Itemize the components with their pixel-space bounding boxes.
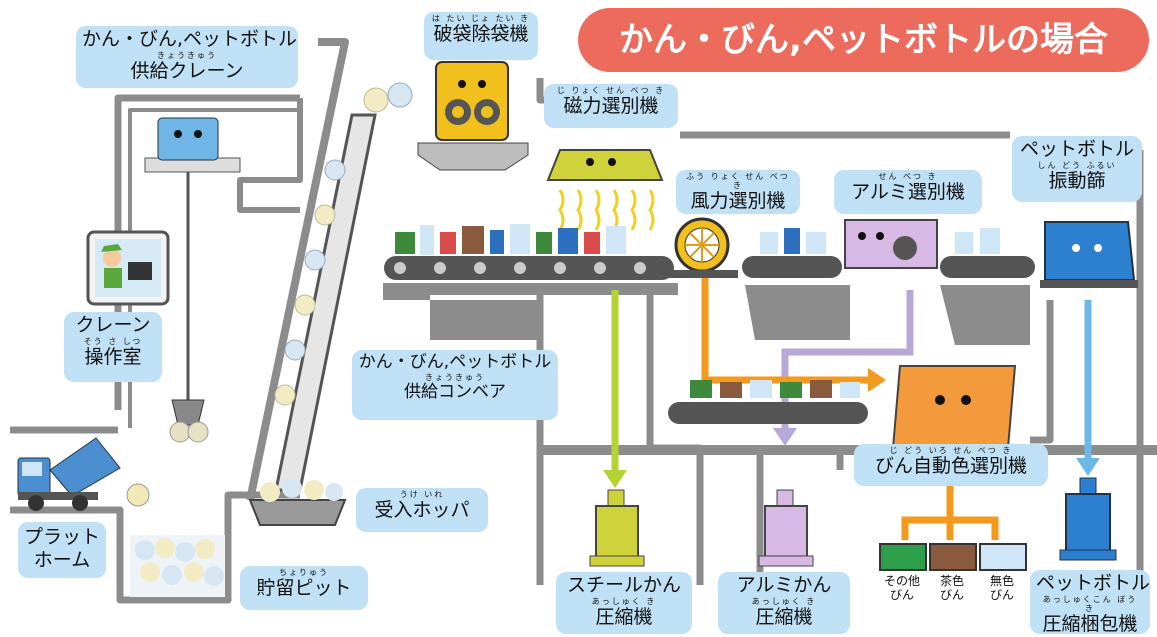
label-aluminum-sep-ruby: せん べつ き (878, 172, 938, 181)
label-supply-crane-line2: 供給クレーン (130, 60, 244, 82)
steel-can-compressor (589, 489, 645, 567)
label-aluminum-separator: せん べつ き アルミ選別機 (834, 170, 982, 214)
label-supply-crane-line1: かん・びん,ペットボトル (82, 28, 298, 50)
bin-clear-line2: びん (989, 588, 1014, 602)
label-pet-sieve: ペットボトル しん どう ふるい 振動篩 (1012, 136, 1142, 202)
aluminum-separator (844, 219, 938, 269)
label-magnetic-separator: じ りょく せん べつ き 磁力選別機 (544, 84, 678, 128)
label-steel-press-line1: スチールかん (566, 574, 681, 596)
conveyor-segment-2 (742, 228, 842, 278)
bag-breaker-machine (417, 61, 529, 171)
diagram-title: かん・びん,ペットボトルの場合 (578, 8, 1149, 72)
label-alu-press-line1: アルミかん (736, 574, 832, 596)
conveyor-segment-3 (940, 228, 1035, 278)
bottle-bins (879, 543, 1027, 571)
crane-operator-room (86, 230, 170, 306)
label-bottle-color-line1: びん自動色選別機 (874, 455, 1027, 477)
label-wind-line1: 風力選別機 (690, 190, 786, 212)
bin-caption-brown: 茶色 びん (926, 574, 978, 602)
label-crane-room-line2: 操作室 (84, 346, 142, 368)
label-platform-line1: プラット (24, 526, 101, 548)
bottle-conveyor (668, 380, 868, 424)
pet-vibrating-sieve (1040, 221, 1138, 288)
building-structure (10, 38, 1144, 622)
label-alu-press: アルミかん あっしゅく き 圧縮機 (718, 572, 850, 634)
label-alu-press-line2: 圧縮機 (755, 606, 813, 628)
bin-clear-line1: 無色 (989, 574, 1014, 588)
bin-brown-line1: 茶色 (939, 574, 964, 588)
label-crane-room: クレーン そう さ しつ 操作室 (64, 312, 162, 382)
magnetic-separator (546, 149, 664, 231)
label-magnetic-line1: 磁力選別機 (563, 95, 659, 117)
bin-caption-other: その他 びん (876, 574, 928, 602)
label-supply-conveyor-line2: 供給コンベア (404, 382, 506, 402)
label-platform: プラット ホーム (18, 522, 106, 578)
label-bag-breaker-ruby: は たい じょ たい き (431, 14, 531, 23)
pet-bale-compressor (1059, 477, 1117, 561)
garbage-truck (17, 437, 150, 511)
bin-caption-clear: 無色 びん (976, 574, 1028, 602)
label-wind-separator: ふう りょく せん べつ き 風力選別機 (676, 170, 800, 214)
label-wind-ruby: ふう りょく せん べつ き (686, 172, 790, 190)
label-bag-breaker-line1: 破袋除袋機 (433, 23, 529, 45)
bin-other-line2: びん (889, 588, 914, 602)
floor-slabs (383, 283, 1157, 455)
bin-brown-line2: びん (939, 588, 964, 602)
label-steel-press-ruby: あっしゅく き (591, 597, 657, 606)
label-storage-pit: ちょりゅう 貯留ピット (240, 566, 368, 610)
label-bottle-color-sorter: じ どう いろ せん べつ き びん自動色選別機 (854, 444, 1048, 486)
label-platform-line2: ホーム (33, 549, 91, 571)
storage-pit-bags (130, 535, 225, 597)
label-pet-press-ruby: あっしゅくこん ぼう き (1042, 595, 1138, 613)
aluminum-can-compressor (758, 489, 814, 567)
wind-separator (668, 217, 738, 278)
label-pet-sieve-ruby: しん どう ふるい (1037, 161, 1117, 170)
bin-other-line1: その他 (883, 574, 920, 588)
label-crane-room-line1: クレーン (75, 314, 151, 336)
label-hopper: うけ いれ 受入ホッパ (356, 488, 488, 532)
label-supply-conveyor-line1: かん・びん,ペットボトル (358, 352, 552, 372)
main-conveyor (384, 224, 674, 280)
label-supply-crane: かん・びん,ペットボトル きょうきゅう 供給クレーン (76, 26, 298, 88)
label-pet-press: ペットボトル あっしゅくこん ぼう き 圧縮梱包機 (1030, 570, 1151, 635)
label-pet-sieve-line2: 振動篩 (1048, 170, 1106, 192)
label-supply-crane-ruby: きょうきゅう (157, 51, 217, 60)
label-bag-breaker: は たい じょ たい き 破袋除袋機 (424, 12, 538, 60)
label-hopper-ruby: うけ いれ (399, 490, 445, 499)
label-alu-press-ruby: あっしゅく き (751, 597, 817, 606)
bottle-color-sorter (891, 365, 1017, 449)
label-storage-pit-line1: 貯留ピット (256, 577, 352, 599)
label-pet-sieve-line1: ペットボトル (1019, 138, 1134, 160)
label-supply-conveyor-ruby: きょうきゅう (425, 373, 485, 382)
label-steel-press: スチールかん あっしゅく き 圧縮機 (556, 572, 692, 634)
receiving-hopper (248, 478, 347, 526)
label-aluminum-sep-line1: アルミ選別機 (851, 181, 965, 203)
label-steel-press-line2: 圧縮機 (595, 606, 653, 628)
label-bottle-color-ruby: じ どう いろ せん べつ き (889, 446, 1013, 455)
label-crane-room-ruby: そう さ しつ (83, 337, 143, 346)
label-pet-press-line1: ペットボトル (1036, 572, 1151, 594)
label-magnetic-ruby: じ りょく せん べつ き (556, 86, 666, 95)
label-supply-conveyor: かん・びん,ペットボトル きょうきゅう 供給コンベア (352, 350, 558, 420)
label-pet-press-line2: 圧縮梱包機 (1042, 613, 1138, 635)
label-storage-pit-ruby: ちょりゅう (279, 568, 329, 577)
label-hopper-line1: 受入ホッパ (374, 499, 470, 521)
supply-crane (144, 117, 241, 443)
